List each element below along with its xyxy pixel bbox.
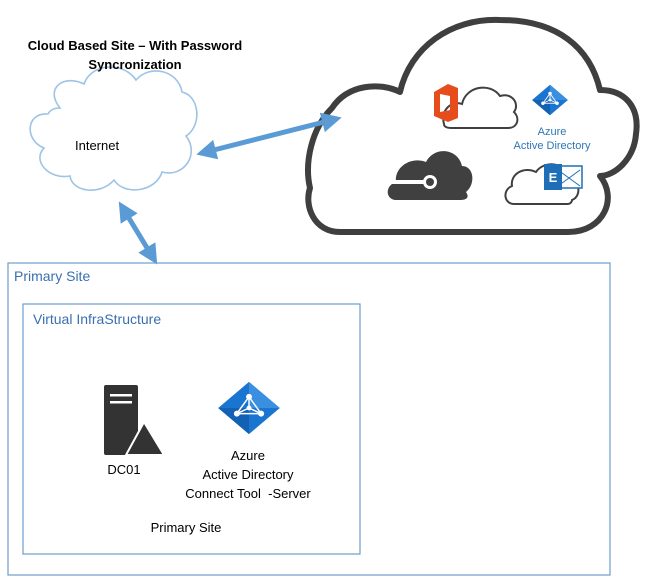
connect-tool-line1: Azure — [231, 448, 265, 463]
exchange-icon: E — [504, 163, 583, 205]
office365-icon — [434, 84, 519, 129]
internet-to-primary-site-arrow — [118, 201, 158, 265]
internet-to-azure-arrow — [196, 112, 342, 160]
primary-site-label: Primary Site — [14, 268, 91, 284]
connect-tool-line2: Active Directory — [202, 467, 294, 482]
diagram-title: Cloud Based Site – With Password Syncron… — [0, 36, 270, 74]
azure-ad-cloud-line2: Active Directory — [513, 140, 591, 152]
inner-primary-site-label: Primary Site — [150, 520, 222, 535]
azure-ad-cloud-line1: Azure — [537, 126, 567, 138]
title-line2: Syncronization — [88, 57, 182, 72]
dc01-label: DC01 — [107, 462, 141, 477]
title-line1: Cloud Based Site – With Password — [27, 38, 243, 53]
connect-tool-line3: Connect Tool -Server — [185, 486, 311, 501]
internet-label: Internet — [75, 138, 120, 153]
internet-cloud — [29, 66, 198, 191]
connect-tool-label: Azure Active Directory Connect Tool -Ser… — [160, 446, 336, 503]
azure-ad-connect-icon — [217, 381, 281, 435]
virtual-infrastructure-box — [22, 303, 361, 555]
azure-ad-cloud-label: Azure Active Directory — [506, 125, 598, 153]
primary-site-box — [7, 262, 611, 576]
virtual-infrastructure-label: Virtual InfraStructure — [33, 311, 162, 327]
sync-cloud-icon — [387, 151, 473, 200]
exchange-letter: E — [549, 170, 558, 185]
server-icon — [104, 385, 166, 456]
